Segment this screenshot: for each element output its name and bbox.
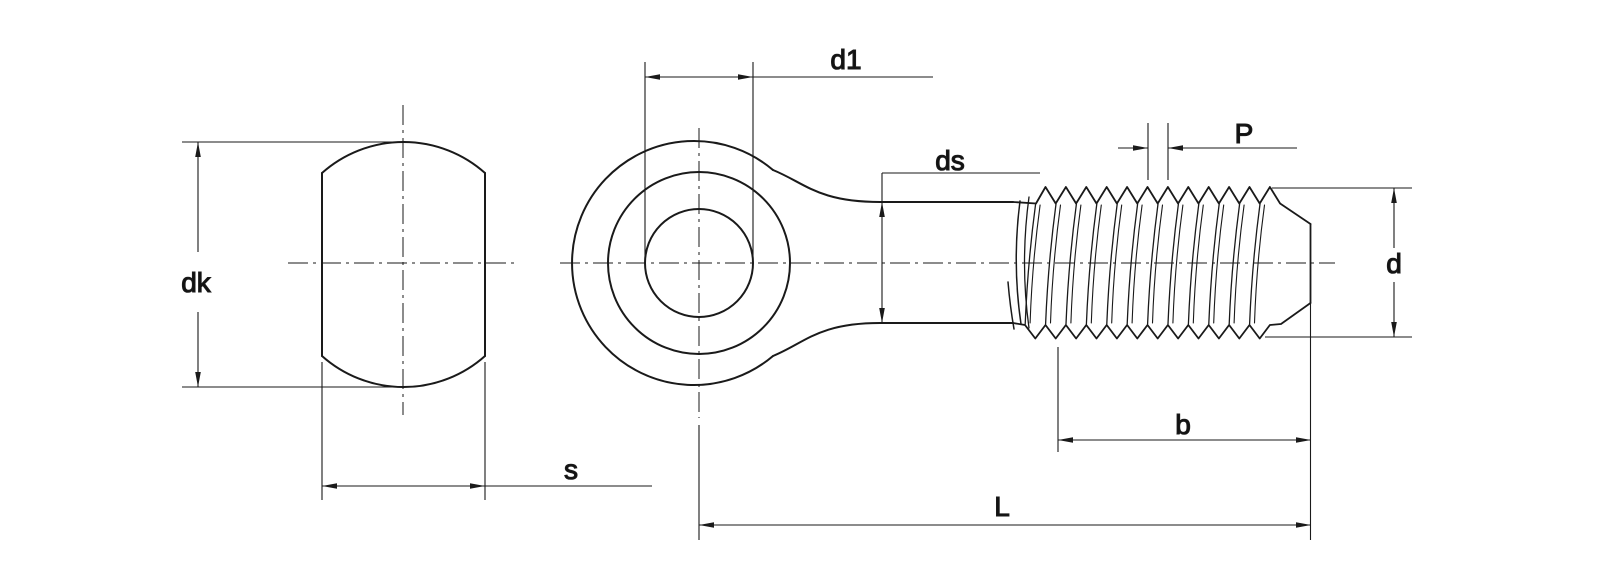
thread-line [1012,302,1312,340]
thread-line [1065,203,1078,325]
dimension-arrowheads [195,74,1397,528]
thread-line [1106,203,1118,325]
thread-line [1253,204,1266,324]
thread-line [1015,200,1022,325]
thread-line [1228,203,1241,325]
dim-label-d1: d1 [830,44,861,75]
dim-label-b: b [1175,409,1191,440]
thread-line [1151,204,1164,324]
thread-line [1167,203,1180,325]
arrowhead [1391,322,1397,337]
eye-inner-ring-circle [607,171,791,355]
thread-line [1131,204,1143,324]
dimension-s: s [321,362,652,500]
dimension-L: L [698,303,1312,540]
thread-line [1044,203,1057,325]
thread-line [1085,203,1098,325]
thread-line [1192,204,1204,324]
arrowhead [1058,437,1073,443]
thread-line [1172,204,1184,324]
dim-label-d: d [1386,248,1402,279]
thread-line [1023,196,1030,329]
thread-line [1090,204,1102,324]
arrowhead [1391,188,1397,203]
thread-line [1111,204,1123,324]
dimension-dk: dk [181,141,401,388]
thread-line [1213,204,1225,324]
arrowhead [699,522,714,528]
arrowhead [738,74,753,80]
head-bottom-arc [321,355,486,389]
eye-hole-circle [644,208,754,318]
arrowhead [1296,522,1311,528]
eye-outer-circle [571,140,774,386]
shank-top-edge [772,169,1014,203]
arrowhead [879,202,885,217]
thread-line [1049,204,1062,324]
thread-line [1070,204,1082,324]
dim-label-P: P [1235,118,1254,149]
thread-line [1248,203,1261,325]
head-side-view [321,140,486,389]
thread-line [1146,203,1159,325]
shank [772,169,1014,357]
centerlines [288,105,1335,418]
thread-line [1187,203,1200,325]
threaded-section [1007,186,1312,340]
thread-line [1233,204,1245,324]
dimension-d: d [1265,187,1412,338]
thread-line [1007,281,1015,330]
arrowhead [879,308,885,323]
thread-line [1029,204,1041,324]
thread-line [1126,203,1139,325]
dimension-b: b [1057,347,1311,452]
arrowhead [322,483,337,489]
thread-line [1208,203,1220,325]
dim-label-dk: dk [181,267,212,298]
dim-label-L: L [994,491,1010,522]
arrowhead [195,142,201,157]
dimension-ds: ds [881,144,1040,323]
shank-bottom-edge [772,322,1014,357]
dimension-P: P [1118,117,1297,180]
arrowhead [195,372,201,387]
arrowhead [1133,145,1148,151]
head-top-arc [321,140,486,174]
eye-front-view [571,140,791,386]
arrowhead [470,483,485,489]
dim-label-ds: ds [935,145,965,176]
dim-label-s: s [564,454,578,485]
arrowhead [1296,437,1311,443]
arrowhead [645,74,660,80]
thread-line [1024,203,1037,325]
arrowhead [1168,145,1183,151]
dimension-d1: d1 [644,43,933,258]
thread-line [1012,186,1312,225]
